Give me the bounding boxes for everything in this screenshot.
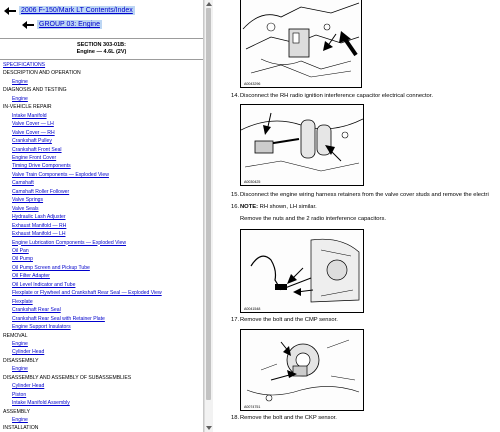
divider [0,38,203,39]
toc-link[interactable]: Engine [12,340,28,347]
step-number: 17. [231,317,240,323]
toc-link[interactable]: Engine [12,366,28,373]
toc-link[interactable]: Intake Manifold [12,112,47,119]
step-17: 17.Remove the bolt and the CMP sensor. [231,317,338,324]
figure-illustration: A0074751 [240,329,364,411]
toc-link[interactable]: Valve Seals [12,205,39,212]
divider [0,59,203,60]
scrollbar-thumb[interactable] [206,8,211,400]
step-18: 18.Remove the bolt and the CKP sensor. [231,415,337,422]
toc-link[interactable]: Intake Manifold Assembly [12,400,70,407]
toc-section-heading: DESCRIPTION AND OPERATION [3,70,81,77]
toc-link[interactable]: Engine [12,95,28,102]
group-engine-link[interactable]: GROUP 03: Engine [37,20,102,29]
toc-section-heading: DISASSEMBLY AND ASSEMBLY OF SUBASSEMBLIE… [3,374,132,381]
toc-link[interactable]: Engine [12,417,28,424]
toc-link[interactable]: Valve Springs [12,197,44,204]
contents-index-link-row[interactable]: 2006 F-150/Mark LT Contents/Index [4,6,135,15]
toc-link[interactable]: Oil Filter Adapter [12,273,50,280]
toc-section-heading: IN-VEHICLE REPAIR [3,104,52,111]
step-text: Disconnect the engine wiring harness ret… [240,192,489,198]
scroll-down-icon[interactable] [206,425,212,431]
toc-link[interactable]: Valve Cover — LH [12,121,54,128]
step-number: 15. [231,192,240,198]
document-content: A0043296 14.Disconnect the RH radio igni… [213,0,500,432]
toc-link[interactable]: SPECIFICATIONS [3,62,46,68]
engine-illustration-2 [241,112,363,172]
engine-illustration-3 [250,238,360,303]
toc-link[interactable]: Crankshaft Rear Seal [12,307,61,314]
toc-link[interactable]: Engine Support Insulators [12,324,71,331]
section-title-line1: SECTION 303-01B: [77,42,126,48]
toc-link[interactable]: Engine Lubrication Components — Exploded… [12,239,127,246]
toc-section-heading: ASSEMBLY [3,408,31,415]
step-text: Remove the bolt and the CMP sensor. [240,317,338,323]
section-title: SECTION 303-01B: Engine — 4.6L (2V) [0,42,203,56]
nav-scrollbar[interactable] [204,0,213,432]
toc-link[interactable]: Engine Front Cover [12,154,57,161]
step-number: 14. [231,93,240,99]
toc-link[interactable]: Oil Pump [12,256,33,263]
toc-link[interactable]: Piston [12,391,27,398]
toc-section-heading: DIAGNOSIS AND TESTING [3,87,67,94]
step-text: Remove the bolt and the CKP sensor. [240,415,337,421]
toc-link[interactable]: Hydraulic Lash Adjuster [12,214,66,221]
toc-section-heading: INSTALLATION [3,425,39,432]
scroll-up-icon[interactable] [206,1,212,7]
toc-link[interactable]: Crankshaft Rear Seal with Retainer Plate [12,315,105,322]
toc-link[interactable]: Exhaust Manifold — RH [12,222,67,229]
step-number: 18. [231,415,240,421]
figure-illustration: A0043296 [240,0,362,88]
toc-link[interactable]: Cylinder Head [12,383,45,390]
figure-code: A0043296 [244,82,261,86]
figure-code: A0041548 [244,307,261,311]
note-label: NOTE: [240,204,259,210]
contents-index-link[interactable]: 2006 F-150/Mark LT Contents/Index [19,6,135,15]
step-16-instruction: Remove the nuts and the 2 radio interfer… [240,216,386,223]
step-text: RH shown, LH similar. [258,204,317,210]
navigation-pane: 2006 F-150/Mark LT Contents/Index GROUP … [0,0,204,432]
toc-link[interactable]: Oil Level Indicator and Tube [12,281,76,288]
toc-link[interactable]: Valve Cover — RH [12,129,55,136]
toc-link[interactable]: Flexplate [12,298,33,305]
section-title-line2: Engine — 4.6L (2V) [76,49,127,55]
step-text: Remove the nuts and the 2 radio interfer… [240,216,386,222]
step-text: Disconnect the RH radio ignition interfe… [240,93,434,99]
engine-illustration-1 [242,2,360,78]
toc-link[interactable]: Crankshaft Pulley [12,138,52,145]
back-arrow-icon[interactable] [22,20,34,29]
engine-illustration-4 [246,339,360,402]
toc-section-heading: REMOVAL [3,332,28,339]
toc-link[interactable]: Timing Drive Components [12,163,71,170]
toc-link[interactable]: Oil Pan [12,247,29,254]
toc-link[interactable]: Camshaft Roller Follower [12,188,70,195]
figure-illustration: A0041548 [240,229,364,313]
figure-illustration: A0030425 [240,104,364,186]
figure-code: A0074751 [244,405,261,409]
toc-link[interactable]: Camshaft [12,180,34,187]
toc-link[interactable]: Exhaust Manifold — LH [12,231,66,238]
toc-link[interactable]: Oil Pump Screen and Pickup Tube [12,264,90,271]
step-15: 15.Disconnect the engine wiring harness … [231,192,489,199]
toc-link[interactable]: Crankshaft Front Seal [12,146,62,153]
figure-code: A0030425 [244,180,261,184]
step-number: 16. [231,204,240,210]
step-14: 14.Disconnect the RH radio ignition inte… [231,93,433,100]
toc-link[interactable]: Flexplate or Flywheel and Crankshaft Rea… [12,290,162,297]
toc-link[interactable]: Valve Train Components — Exploded View [12,171,109,178]
step-16: 16.NOTE: RH shown, LH similar. [231,204,317,211]
group-engine-link-row[interactable]: GROUP 03: Engine [22,20,102,29]
toc-link[interactable]: Engine [12,78,28,85]
back-arrow-icon[interactable] [4,6,16,15]
toc-link[interactable]: Cylinder Head [12,349,45,356]
toc-section-heading: DISASSEMBLY [3,357,39,364]
